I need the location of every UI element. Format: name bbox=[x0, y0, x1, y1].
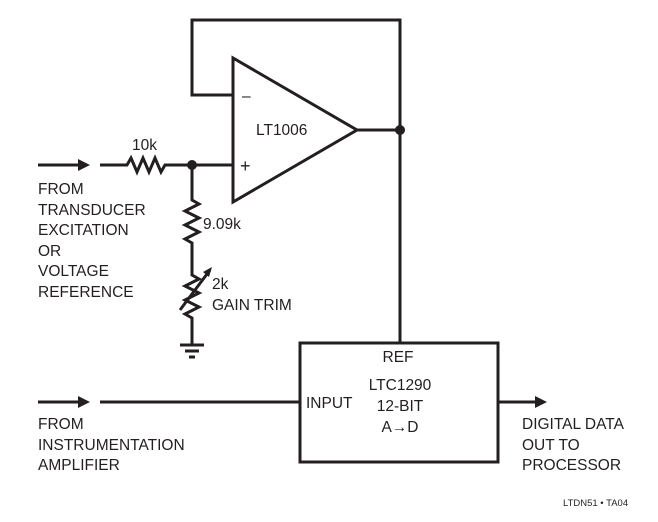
resistor-10k bbox=[100, 154, 233, 176]
adc-resolution: 12-BIT bbox=[377, 398, 424, 415]
svg-text:PROCESSOR: PROCESSOR bbox=[522, 457, 621, 474]
trim-arrow-line bbox=[178, 269, 212, 311]
figure-id: LTDN51 • TA04 bbox=[563, 498, 628, 509]
arrow-right-icon bbox=[535, 396, 547, 408]
svg-text:REFERENCE: REFERENCE bbox=[38, 284, 134, 301]
svg-text:FROM: FROM bbox=[38, 416, 84, 433]
input-1-label: FROM TRANSDUCER EXCITATION OR VOLTAGE RE… bbox=[38, 181, 146, 301]
input-2-label: FROM INSTRUMENTATION AMPLIFIER bbox=[38, 416, 185, 474]
opamp-name: LT1006 bbox=[256, 122, 307, 139]
arrow-right-icon bbox=[78, 159, 90, 171]
adc-ref-label: REF bbox=[383, 349, 414, 366]
opamp-minus-label: – bbox=[242, 88, 251, 105]
svg-text:FROM: FROM bbox=[38, 181, 84, 198]
trim-label: GAIN TRIM bbox=[212, 297, 292, 314]
svg-text:OR: OR bbox=[38, 243, 61, 260]
resistor-9k09-label: 9.09k bbox=[203, 216, 241, 233]
svg-text:DIGITAL DATA: DIGITAL DATA bbox=[522, 416, 625, 433]
svg-text:TRANSDUCER: TRANSDUCER bbox=[38, 202, 146, 219]
svg-text:EXCITATION: EXCITATION bbox=[38, 222, 129, 239]
adc-name: LTC1290 bbox=[369, 377, 432, 394]
adc-input-label: INPUT bbox=[306, 395, 353, 412]
arrow-right-icon bbox=[78, 396, 90, 408]
svg-text:AMPLIFIER: AMPLIFIER bbox=[38, 457, 120, 474]
trim-value-label: 2k bbox=[212, 276, 229, 293]
svg-text:INSTRUMENTATION: INSTRUMENTATION bbox=[38, 437, 185, 454]
opamp-plus-label: + bbox=[240, 156, 251, 176]
output-label: DIGITAL DATA OUT TO PROCESSOR bbox=[522, 416, 625, 474]
junction-dot bbox=[395, 125, 405, 135]
resistor-9k09 bbox=[181, 165, 203, 345]
adc-type: A→D bbox=[381, 419, 418, 436]
variable-resistor-arrow-icon bbox=[203, 267, 212, 277]
resistor-10k-label: 10k bbox=[132, 137, 157, 154]
svg-text:VOLTAGE: VOLTAGE bbox=[38, 263, 109, 280]
ground-icon bbox=[180, 343, 204, 359]
svg-text:OUT TO: OUT TO bbox=[522, 437, 580, 454]
opamp-lt1006 bbox=[231, 55, 360, 205]
feedback-wire bbox=[190, 18, 402, 343]
